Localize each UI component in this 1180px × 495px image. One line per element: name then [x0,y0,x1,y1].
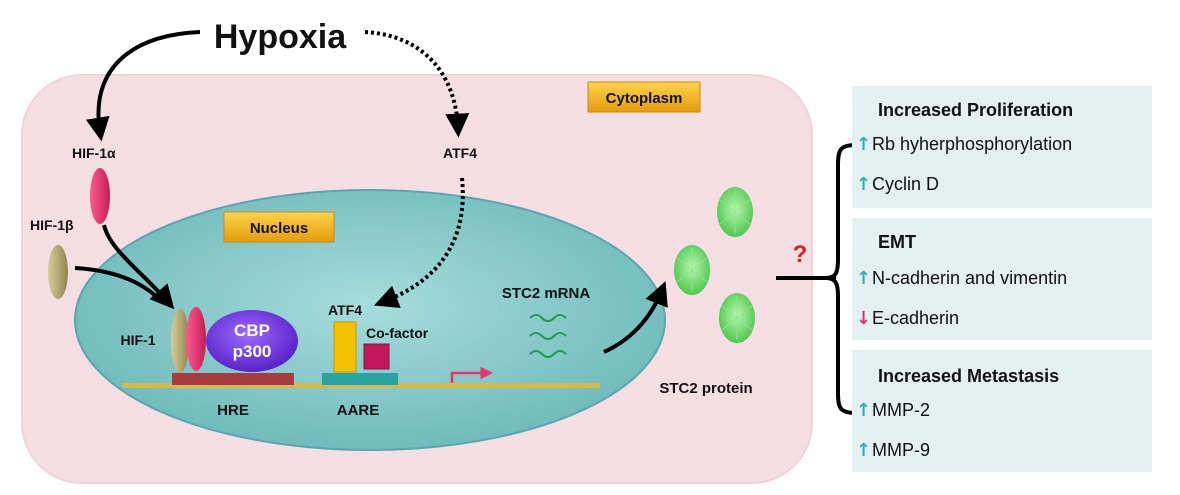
atf4-block [333,321,357,373]
stc2-protein-label: STC2 protein [659,380,752,397]
panel-item-text: E-cadherin [872,308,960,328]
cbp-label: CBP [234,321,270,340]
panel-item-text: Rb hyherphosphorylation [872,134,1073,154]
hif1b-bound [171,309,189,373]
dna-strand [122,383,600,388]
hypoxia-title: Hypoxia [214,18,347,56]
arrow-up-icon: ↑ [856,400,872,421]
hre-element [172,373,294,385]
nucleus-tag: Nucleus [223,211,335,243]
arrow-up-icon: ↑ [856,440,872,461]
transcription-start-arrow [450,366,493,383]
panel-proliferation-item-2: ↑Cyclin D [856,174,939,195]
panel-proliferation-title: Increased Proliferation [878,100,1074,120]
panel-metastasis: Increased Metastasis ↑MMP-2 ↑MMP-9 [852,350,1152,472]
panel-metastasis-item-2: ↑MMP-9 [856,440,930,461]
panel-proliferation: Increased Proliferation ↑Rb hyherphospho… [852,86,1152,208]
arrow-up-icon: ↑ [856,174,872,195]
stc2-mrna-label: STC2 mRNA [502,285,591,302]
mrna-strands [529,314,567,358]
nucleus-label: Nucleus [250,220,308,237]
panel-proliferation-item-1: ↑Rb hyherphosphorylation [856,134,1072,155]
panel-emt: EMT ↑N-cadherin and vimentin ↓E-cadherin [852,218,1152,340]
panel-metastasis-item-1: ↑MMP-2 [856,400,930,421]
panel-item-text: N-cadherin and vimentin [872,268,1068,288]
hif1a-label: HIF-1α [72,145,116,161]
arrow-up-icon: ↑ [856,134,872,155]
hif1-label: HIF-1 [121,332,156,348]
question-mark: ? [793,241,808,268]
p300-label: p300 [233,342,272,361]
panel-emt-item-1: ↑N-cadherin and vimentin [856,268,1067,289]
arrow-hif-to-complex [102,224,175,310]
cytoplasm-label: Cytoplasm [606,90,683,107]
cytoplasm-tag: Cytoplasm [587,81,701,113]
arrow-hypoxia-to-atf4 [364,30,470,138]
atf4-nucleus-label: ATF4 [328,302,362,318]
aare-element [322,373,398,385]
hif1a-bound [186,307,206,371]
panel-item-text: MMP-9 [872,440,930,460]
aare-label: AARE [337,402,380,419]
cbp-p300-protein [206,310,298,372]
arrow-to-stc2-protein [603,281,668,354]
panel-item-text: Cyclin D [872,174,940,194]
atf4-cytoplasm-label: ATF4 [443,145,477,161]
arrow-hifb-to-complex [74,266,162,302]
panel-emt-title: EMT [878,232,916,252]
panel-bracket [825,143,857,415]
hif1b-label: HIF-1β [30,217,74,233]
hif1a-protein [90,168,110,224]
panel-item-text: MMP-2 [872,400,930,420]
panel-emt-item-2: ↓E-cadherin [856,308,959,329]
arrow-atf4-to-nucleus [374,177,465,309]
arrow-down-icon: ↓ [856,308,872,329]
panel-metastasis-title: Increased Metastasis [878,366,1060,386]
cofactor-label: Co-factor [366,325,429,341]
arrow-up-icon: ↑ [856,268,872,289]
hre-label: HRE [217,402,249,419]
hif1b-protein [48,245,68,299]
cofactor-block [363,343,390,370]
arrow-hypoxia-to-hif1a [85,30,201,142]
stc2-protein-shapes [674,187,755,343]
